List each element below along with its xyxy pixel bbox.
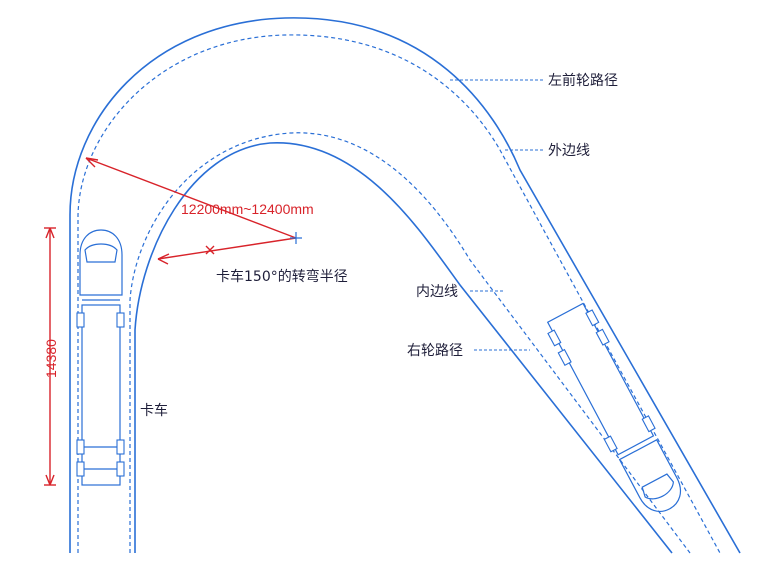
radius-arrowhead-inner [157,253,170,265]
truck-left-tire [116,439,125,455]
truck-left [76,229,125,486]
truck-left-tire [76,461,85,477]
label-outer-edge: 外边线 [548,143,590,159]
truck-left-cab [79,229,123,296]
truck-left-tire [76,312,85,328]
right-wheel-path [129,132,691,554]
truck-right-trailer [546,302,655,456]
turn-center-marker [290,232,302,244]
left-front-wheel-path [77,34,721,554]
truck-right-tire [557,348,572,366]
truck-left-tire [116,312,125,328]
length-arrowhead-top [45,227,55,239]
radius-x-marker [205,245,215,255]
truck-left-tire [76,439,85,455]
label-radius-range: 12200mm~12400mm [181,201,314,217]
label-left-front-wheel-path: 左前轮路径 [548,72,618,89]
radius-line-inner [157,237,297,260]
label-right-wheel-path: 右轮路径 [407,343,463,359]
truck-left-trailer [81,304,121,486]
truck-left-tire [116,461,125,477]
radius-arrowhead-outer [85,157,99,168]
truck-right-tire [595,328,610,346]
truck-right-tire [547,329,562,347]
label-length-dimension: 14380 [43,339,59,378]
truck-left-windshield [84,243,118,263]
label-inner-edge: 内边线 [416,284,458,300]
truck-right-tire [603,435,618,453]
truck-right-windshield [641,473,674,500]
truck-right-cab [618,439,682,512]
label-truck: 卡车 [140,402,168,419]
inner-edge-line [134,142,673,554]
length-arrowhead-bottom [45,474,55,486]
truck-right-tire [641,415,656,433]
radius-line-outer [85,157,297,239]
label-turn-radius-caption: 卡车150°的转弯半径 [216,268,348,285]
truck-right-tire [585,309,600,327]
truck-right [546,302,682,512]
outer-edge-line [69,17,741,554]
